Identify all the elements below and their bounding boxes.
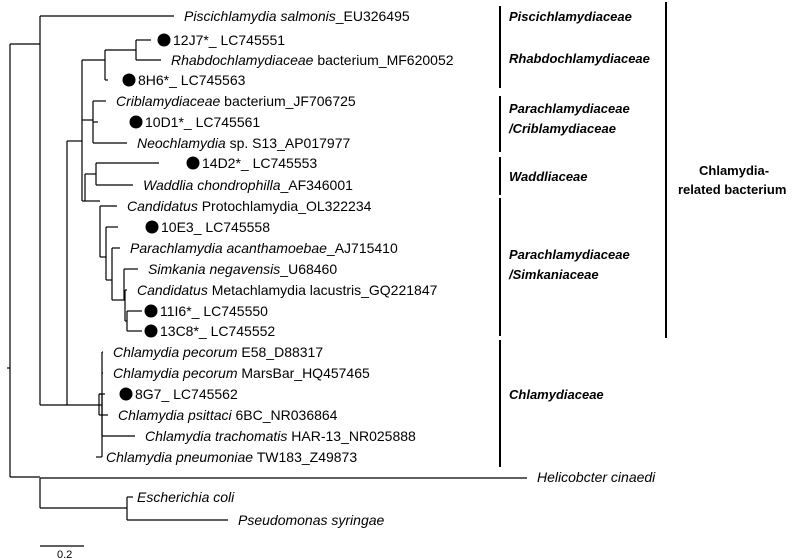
leaf-label-part: 12J7*_ LC745551 <box>173 32 285 48</box>
leaf-label-part: Candidatus <box>127 198 198 214</box>
leaf-label: Chlamydia trachomatis HAR-13_NR025888 <box>145 428 416 444</box>
family-label: /Criblamydiaceae <box>508 121 616 136</box>
leaf-label-part: Candidatus <box>137 282 208 298</box>
leaf-label: 12J7*_ LC745551 <box>173 32 285 48</box>
leaf-label: Chlamydia pecorum E58_D88317 <box>113 344 323 360</box>
isolate-marker-dot <box>122 73 136 87</box>
leaf-label: Chlamydia pecorum MarsBar_HQ457465 <box>113 365 370 381</box>
leaf-label: Parachlamydia acanthamoebae_AJ715410 <box>130 240 398 256</box>
leaf-label-part: _U68460 <box>279 261 337 277</box>
leaf-label-part: TW183_Z49873 <box>253 449 357 465</box>
leaf-label-part: Chlamydia psittaci <box>118 407 232 423</box>
leaf-label-part: 8H6*_ LC745563 <box>138 72 246 88</box>
leaf-label-part: _AF346001 <box>280 177 354 193</box>
isolate-marker-dot <box>145 220 159 234</box>
tree-branches <box>7 15 527 521</box>
isolate-marker-dot <box>144 324 158 338</box>
leaf-label-part: 10E3_ LC745558 <box>161 219 270 235</box>
leaf-label: Helicobcter cinaedi <box>537 469 656 485</box>
leaf-label-part: Piscichlamydia salmonis <box>184 8 336 24</box>
leaf-label-part: MarsBar_HQ457465 <box>238 365 371 381</box>
leaf-label-part: Rhabdochlamydiaceae <box>171 52 314 68</box>
family-label: Rhabdochlamydiaceae <box>509 51 650 66</box>
leaf-label-part: Chlamydia pecorum <box>113 344 238 360</box>
leaf-label-part: Criblamydiaceae <box>116 93 220 109</box>
leaf-label: Candidatus Metachlamydia lacustris_GQ221… <box>137 282 438 298</box>
leaf-label-part: Pseudomonas syringae <box>238 512 385 528</box>
leaf-label: 8G7_ LC745562 <box>135 386 238 402</box>
leaf-label-part: Parachlamydia acanthamoebae <box>130 240 327 256</box>
isolate-marker-dot <box>129 115 143 129</box>
family-label: /Simkaniaceae <box>508 267 599 282</box>
leaf-label: Candidatus Protochlamydia_OL322234 <box>127 198 372 214</box>
leaf-label-part: 10D1*_ LC745561 <box>145 114 260 130</box>
leaf-label: Neochlamydia sp. S13_AP017977 <box>137 135 350 151</box>
leaf-label-part: bacterium_JF706725 <box>220 93 356 109</box>
leaf-label-part: 14D2*_ LC745553 <box>202 155 317 171</box>
family-label: Waddliaceae <box>509 169 588 184</box>
family-label: Piscichlamydiaceae <box>509 9 632 24</box>
leaf-label-part: Escherichia coli <box>137 489 235 505</box>
leaf-label: Criblamydiaceae bacterium_JF706725 <box>116 93 356 109</box>
leaf-label-part: _AJ715410 <box>326 240 398 256</box>
isolate-marker-dot <box>144 304 158 318</box>
group-label: related bacterium <box>678 182 786 197</box>
leaf-label: Simkania negavensis_U68460 <box>148 261 337 277</box>
leaf-label-part: 8G7_ LC745562 <box>135 386 238 402</box>
leaf-label-part: 11I6*_ LC745550 <box>160 303 268 319</box>
leaf-label: Escherichia coli <box>137 489 235 505</box>
leaf-label-part: Chlamydia pneumoniae <box>106 449 253 465</box>
leaf-label-part: Chlamydia trachomatis <box>145 428 287 444</box>
leaf-label: 11I6*_ LC745550 <box>160 303 268 319</box>
leaf-label-part: HAR-13_NR025888 <box>287 428 416 444</box>
leaf-label-part: bacterium_MF620052 <box>313 52 453 68</box>
leaf-label-part: Metachlamydia lacustris_GQ221847 <box>208 282 438 298</box>
leaf-label-part: Helicobcter cinaedi <box>537 469 656 485</box>
leaf-label: 10D1*_ LC745561 <box>145 114 260 130</box>
leaf-label-part: sp. S13_AP017977 <box>226 135 351 151</box>
leaf-label-part: Protochlamydia_OL322234 <box>198 198 372 214</box>
family-label: Parachlamydiaceae <box>509 247 630 262</box>
leaf-label: Rhabdochlamydiaceae bacterium_MF620052 <box>171 52 454 68</box>
isolate-marker-dot <box>157 33 171 47</box>
scale-bar: 0.2 <box>40 545 84 560</box>
scale-bar-label: 0.2 <box>57 549 72 560</box>
leaf-label: 10E3_ LC745558 <box>161 219 270 235</box>
leaf-label: 14D2*_ LC745553 <box>202 155 317 171</box>
leaf-label-part: Simkania negavensis <box>148 261 280 277</box>
isolate-marker-dot <box>186 156 200 170</box>
leaf-label-part: _EU326495 <box>335 8 410 24</box>
leaf-label-part: Chlamydia pecorum <box>113 365 238 381</box>
leaf-label-part: 13C8*_ LC745552 <box>160 323 275 339</box>
leaf-label: 13C8*_ LC745552 <box>160 323 275 339</box>
family-label: Parachlamydiaceae <box>509 101 630 116</box>
family-brackets: PiscichlamydiaceaeRhabdochlamydiaceaePar… <box>499 2 786 467</box>
leaf-label: Piscichlamydia salmonis_EU326495 <box>184 8 410 24</box>
leaf-label: Pseudomonas syringae <box>238 512 385 528</box>
leaf-labels: Piscichlamydia salmonis_EU326495 12J7*_ L… <box>106 8 656 528</box>
leaf-label: 8H6*_ LC745563 <box>138 72 246 88</box>
leaf-label: Waddlia chondrophilla_AF346001 <box>143 177 353 193</box>
leaf-label: Chlamydia pneumoniae TW183_Z49873 <box>106 449 357 465</box>
leaf-label-part: Waddlia chondrophilla <box>143 177 281 193</box>
leaf-label-part: 6BC_NR036864 <box>232 407 338 423</box>
leaf-label: Chlamydia psittaci 6BC_NR036864 <box>118 407 338 423</box>
isolate-marker-dot <box>119 387 133 401</box>
group-label: Chlamydia- <box>699 163 769 178</box>
leaf-label-part: Neochlamydia <box>137 135 226 151</box>
leaf-label-part: E58_D88317 <box>238 344 324 360</box>
family-label: Chlamydiaceae <box>509 387 604 402</box>
